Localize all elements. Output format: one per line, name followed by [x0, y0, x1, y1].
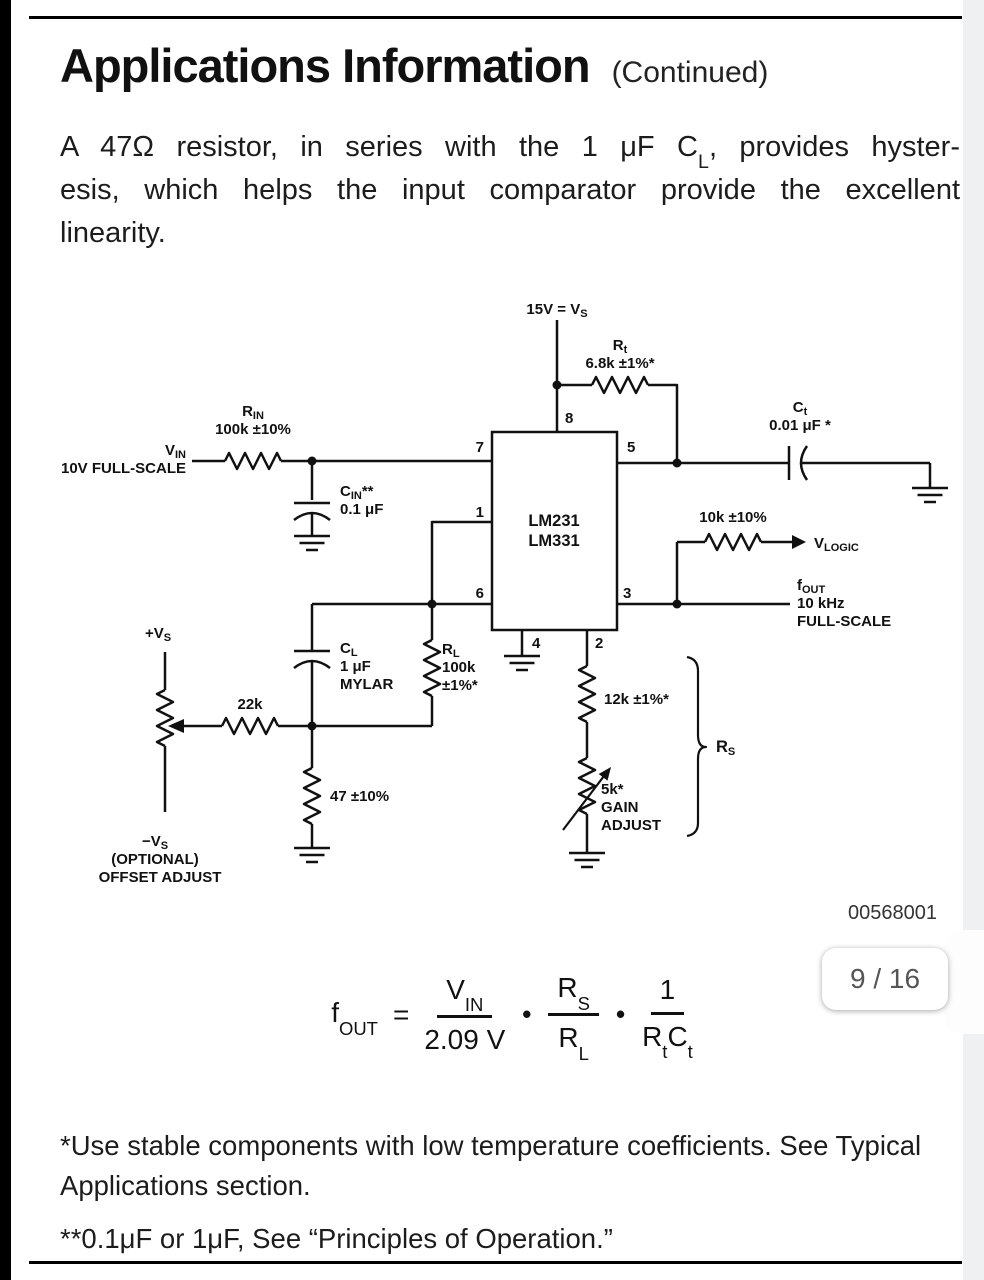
formula-lhs: fOUT: [331, 997, 378, 1039]
circuit-diagram: 15V = VS Rt 6.8k ±1%* LM231 LM331 8 7 5 …: [61, 301, 948, 886]
resistor-rl: RL 100k ±1%*: [422, 604, 478, 726]
figure-id: 00568001: [848, 902, 937, 924]
pin-2-label: 2: [595, 635, 603, 652]
ground-pin4: [504, 630, 540, 672]
pin-5-label: 5: [627, 439, 635, 456]
r22k-value: 22k: [237, 696, 263, 713]
rt-name: Rt: [613, 337, 628, 356]
cin-name: CIN**: [340, 483, 374, 502]
gain-value: 5k*: [601, 781, 624, 798]
paragraph-text: A 47Ω resistor, in series with the 1 μF …: [60, 131, 698, 163]
wiper-arrow-icon: [168, 719, 184, 733]
page-bottom-rule: [29, 1261, 962, 1264]
cl-name: CL: [340, 640, 358, 659]
ic-name-1: LM231: [528, 512, 579, 530]
ic-lm331: LM231 LM331 8 7 5 1 6 3 4 2: [476, 410, 636, 652]
subscript: L: [697, 151, 709, 174]
pin-7-label: 7: [476, 439, 484, 456]
cl-value: 1 μF: [340, 658, 371, 675]
pin-6-label: 6: [476, 585, 484, 602]
pot-gain-adjust: 5k* GAIN ADJUST: [562, 756, 661, 869]
pin-8-label: 8: [565, 410, 573, 427]
pin-4-label: 4: [532, 635, 541, 652]
rl-tolerance: ±1%*: [442, 677, 478, 694]
pin-1-label: 1: [476, 504, 484, 521]
r10k-value: 10k ±10%: [699, 509, 766, 526]
intro-paragraph: A 47Ω resistor, in series with the 1 μF …: [60, 126, 960, 255]
pot-offset-adjust: +VS −VS (OPTIONAL) OFFSET ADJUST: [99, 625, 222, 886]
resistor-22k: 22k: [168, 696, 432, 736]
r47-value: 47 ±10%: [330, 788, 389, 805]
power-rail: 15V = VS: [526, 301, 588, 432]
fout-scale-label: FULL-SCALE: [797, 613, 891, 630]
fout-label: fOUT: [797, 577, 826, 596]
rs-label: RS: [716, 738, 735, 758]
supply-label: 15V = VS: [526, 301, 587, 320]
equals-sign: =: [392, 998, 410, 1030]
wire-pin1-pin6: [312, 520, 492, 609]
fout-formula: fOUT = VIN 2.09 V • RS RL • 1 RtCt: [40, 972, 984, 1063]
vin-scale-label: 10V FULL-SCALE: [61, 460, 186, 477]
vs-minus-label: −VS: [142, 833, 168, 852]
page-left-border: [0, 0, 11, 1280]
vin-label: VIN: [165, 442, 186, 461]
offset-adjust-label: OFFSET ADJUST: [99, 869, 222, 886]
paragraph-line: A 47Ω resistor, in series with the 1 μF …: [60, 126, 961, 172]
section-heading: Applications Information (Continued): [60, 38, 768, 93]
resistor-12k: 12k ±1%*: [577, 630, 669, 758]
dot-operator: •: [615, 999, 626, 1030]
r12k-value: 12k ±1%*: [604, 691, 669, 708]
page-title: Applications Information: [60, 39, 591, 92]
fraction-rtct: 1 RtCt: [642, 973, 693, 1063]
output-fout: fOUT 10 kHz FULL-SCALE: [617, 577, 891, 630]
cin-value: 0.1 μF: [340, 501, 383, 518]
rt-value: 6.8k ±1%*: [585, 355, 654, 372]
footnote-2: **0.1μF or 1μF, See “Principles of Opera…: [60, 1223, 613, 1254]
gain-label-2: ADJUST: [601, 817, 661, 834]
paragraph-line: linearity.: [60, 217, 166, 249]
rl-value: 100k: [442, 659, 476, 676]
optional-label: (OPTIONAL): [111, 851, 199, 868]
rl-name: RL: [442, 641, 460, 660]
ct-name: Ct: [793, 399, 808, 418]
paragraph-text: , provides hyster-: [708, 131, 961, 163]
gain-label-1: GAIN: [601, 799, 639, 816]
fout-freq-label: 10 kHz: [797, 595, 845, 612]
gain-arrow-icon: [598, 767, 611, 781]
capacitor-cl: CL 1 μF MYLAR: [293, 604, 393, 731]
resistor-47: 47 ±10%: [294, 726, 389, 864]
page-top-rule: [29, 16, 962, 19]
vlogic-arrow-icon: [792, 535, 806, 549]
vs-plus-label: +VS: [145, 625, 171, 644]
rin-name: RIN: [242, 403, 264, 422]
paragraph-line: esis, which helps the input comparator p…: [60, 174, 960, 206]
rs-brace: RS: [686, 655, 735, 838]
dot-operator: •: [522, 999, 532, 1030]
page-pill-shelf: [944, 930, 984, 1034]
resistor-rin: RIN 100k ±10% VIN 10V FULL-SCALE: [61, 403, 492, 477]
fraction-rs-rl: RS RL: [548, 972, 599, 1063]
resistor-10k-vlogic: 10k ±10% VLOGIC: [675, 509, 859, 604]
rin-value: 100k ±10%: [215, 421, 291, 438]
ic-name-2: LM331: [528, 532, 579, 550]
continued-label: (Continued): [611, 56, 769, 89]
fraction-vin: VIN 2.09 V: [424, 973, 506, 1055]
ct-value: 0.01 μF *: [769, 417, 831, 434]
resistor-rt: Rt 6.8k ±1%*: [557, 337, 679, 463]
capacitor-ct: Ct 0.01 μF *: [617, 399, 948, 504]
footnote-1: *Use stable components with low temperat…: [60, 1130, 922, 1201]
page-number-indicator[interactable]: 9 / 16: [822, 948, 948, 1010]
footnotes: *Use stable components with low temperat…: [60, 1126, 944, 1259]
pin-3-label: 3: [623, 585, 631, 602]
cl-kind: MYLAR: [340, 676, 393, 693]
capacitor-cin: CIN** 0.1 μF: [293, 461, 383, 552]
vlogic-label: VLOGIC: [814, 535, 859, 554]
